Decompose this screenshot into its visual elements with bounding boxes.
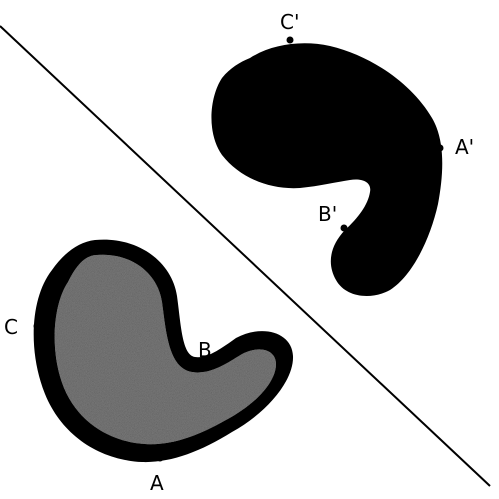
point-c-marker [33,322,41,330]
point-c-prime-marker [286,36,294,44]
original-shape [33,239,294,463]
point-c-prime-label: C' [280,10,299,34]
point-b-marker [223,350,231,358]
point-a-prime-label: A' [455,135,474,159]
point-b-prime-label: B' [318,202,337,226]
point-b-label: B [198,338,212,362]
mirror-line [0,25,491,487]
point-c-label: C [4,315,18,339]
point-a-label: A [150,471,164,495]
point-a-prime-marker [436,144,444,152]
point-b-prime-marker [340,224,348,232]
point-a-marker [156,454,164,462]
original-shape-fill [54,254,276,445]
image-shape [211,43,443,296]
